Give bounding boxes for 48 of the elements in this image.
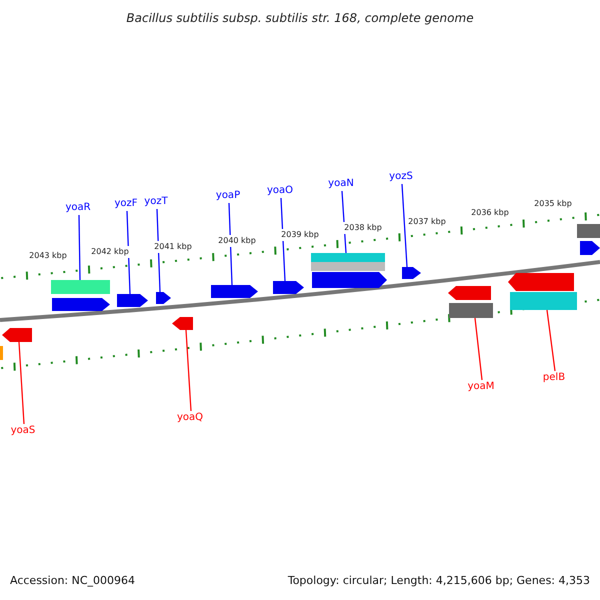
gene-name: yoaQ bbox=[176, 412, 204, 424]
gene-feature bbox=[311, 262, 385, 271]
gene-feature bbox=[273, 281, 304, 294]
gene-feature bbox=[312, 272, 387, 288]
leader-line bbox=[401, 184, 408, 268]
gene-name: yoaN bbox=[328, 178, 354, 190]
scale-label: 2042 kbp bbox=[90, 246, 130, 258]
scale-label: 2039 kbp bbox=[280, 229, 320, 241]
gene-feature bbox=[449, 303, 493, 318]
gene-name: pelB bbox=[542, 372, 566, 384]
gene-name: yoaM bbox=[468, 381, 494, 393]
gene-feature bbox=[580, 241, 600, 255]
gene-name: yoaP bbox=[216, 190, 240, 202]
scale-label: 2043 kbp bbox=[28, 250, 68, 262]
leader-line bbox=[78, 214, 81, 280]
gene-feature bbox=[0, 346, 3, 360]
gene-feature bbox=[448, 286, 491, 300]
gene-name: yozF bbox=[114, 198, 138, 210]
gene-name: yoaS bbox=[10, 425, 36, 437]
gene-feature bbox=[2, 328, 32, 342]
gene-feature bbox=[577, 224, 600, 238]
leader-line bbox=[474, 318, 483, 380]
gene-name: yoaO bbox=[266, 185, 294, 197]
gene-feature bbox=[211, 285, 258, 298]
gene-feature bbox=[510, 292, 577, 310]
scale-label: 2035 kbp bbox=[533, 198, 573, 210]
scale-label: 2037 kbp bbox=[407, 216, 447, 228]
scale-label: 2041 kbp bbox=[153, 241, 193, 253]
gene-name: yozS bbox=[389, 171, 413, 183]
scale-label: 2038 kbp bbox=[343, 222, 383, 234]
gene-feature bbox=[52, 298, 110, 311]
title: Bacillus subtilis subsp. subtilis str. 168, complete genome bbox=[126, 12, 474, 24]
leader-line bbox=[18, 342, 25, 424]
gene-feature bbox=[311, 253, 385, 262]
scale-label: 2040 kbp bbox=[217, 235, 257, 247]
gene-feature bbox=[402, 267, 421, 279]
gene-feature bbox=[117, 294, 148, 307]
genome-summary: Topology: circular; Length: 4,215,606 bp; Genes: 4,353 bbox=[288, 575, 590, 587]
leader-line bbox=[185, 330, 192, 412]
gene-feature bbox=[172, 317, 193, 330]
scale-label: 2036 kbp bbox=[470, 207, 510, 219]
gene-feature bbox=[156, 292, 171, 304]
gene-name: yozT bbox=[144, 196, 168, 208]
leader-line bbox=[546, 310, 556, 372]
accession-note: Accession: NC_000964 bbox=[10, 575, 136, 587]
gene-feature bbox=[51, 280, 110, 294]
gene-name: yoaR bbox=[65, 202, 91, 214]
gene-feature bbox=[508, 273, 574, 291]
